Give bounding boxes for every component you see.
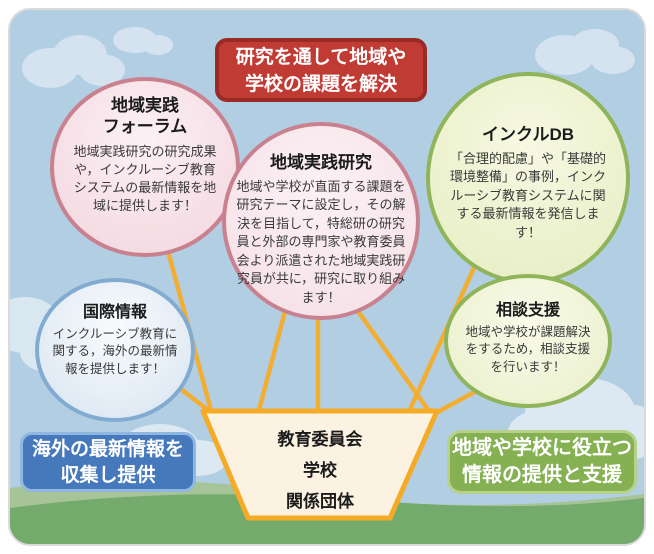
balloon-inclu-db-body: 「合理的配慮」や「基礎的環境整備」の事例，インクルーシブ教育システムに関する最新… [449, 151, 606, 240]
balloon-research-body: 地域や学校が直面する課題を研究テーマに設定し，その解決を目指して，特総研の研究員… [236, 179, 406, 305]
balloon-international-body: インクルーシブ教育に関する，海外の最新情報を提供します！ [52, 327, 178, 376]
banner-line: 研究を通して地域や [235, 47, 407, 68]
balloon-forum-title-line1: 地域実践 [111, 96, 179, 115]
basket-shape [200, 408, 440, 521]
basket-line: 関係団体 [286, 492, 354, 511]
balloon-research-title: 地域実践研究 [270, 153, 372, 172]
string-research-right [347, 297, 434, 417]
string-consultation [431, 387, 481, 417]
balloon-consultation: 相談支援 地域や学校が課題解決をするため，相談支援を行います！ [444, 274, 612, 408]
cloud-top-right [535, 29, 635, 75]
top-banner: 研究を通して地域や 学校の課題を解決 [215, 38, 427, 102]
balloon-international-title: 国際情報 [82, 304, 147, 321]
label-region-support: 地域や学校に役立つ 情報の提供と支援 [447, 430, 637, 494]
label-line: 収集し提供 [60, 464, 156, 486]
balloon-research: 地域実践研究 地域や学校が直面する課題を研究テーマに設定し，その解決を目指して，… [222, 122, 420, 320]
balloon-forum-title: 地域実践 フォーラム [68, 95, 222, 138]
balloon-inclu-db-title: インクルDB [481, 125, 575, 144]
balloon-international: 国際情報 インクルーシブ教育に関する，海外の最新情報を提供します！ [35, 278, 195, 422]
basket-line: 学校 [303, 461, 337, 480]
banner-line: 学校の課題を解決 [244, 73, 397, 95]
label-line: 情報の提供と支援 [462, 464, 622, 486]
basket-line: 教育委員会 [277, 430, 363, 449]
balloon-forum: 地域実践 フォーラム 地域実践研究の研究成果や，インクルーシブ教育システムの最新… [50, 77, 240, 257]
cloud-top-left [22, 35, 125, 88]
basket-label: 教育委員会 学校 関係団体 [248, 424, 392, 517]
sky-scene: 教育委員会 学校 関係団体 地域実践 フォーラム 地域実践研究の研究成果や，イン… [8, 8, 646, 546]
cloud-top-mid [113, 27, 173, 55]
balloon-consultation-title: 相談支援 [495, 302, 560, 319]
balloon-inclu-db: インクルDB 「合理的配慮」や「基礎的環境整備」の事例，インクルーシブ教育システ… [426, 72, 630, 284]
balloon-forum-body: 地域実践研究の研究成果や，インクルーシブ教育システムの最新情報を地域に提供します… [73, 143, 217, 214]
label-line: 地域や学校に役立つ [452, 437, 632, 459]
string-research-left [255, 297, 291, 417]
label-line: 海外の最新情報を [31, 439, 184, 460]
balloon-consultation-body: 地域や学校が課題解決をするため，相談支援を行います！ [465, 325, 591, 374]
balloon-forum-title-line2: フォーラム [102, 117, 188, 137]
label-overseas-info: 海外の最新情報を 収集し提供 [20, 432, 196, 492]
